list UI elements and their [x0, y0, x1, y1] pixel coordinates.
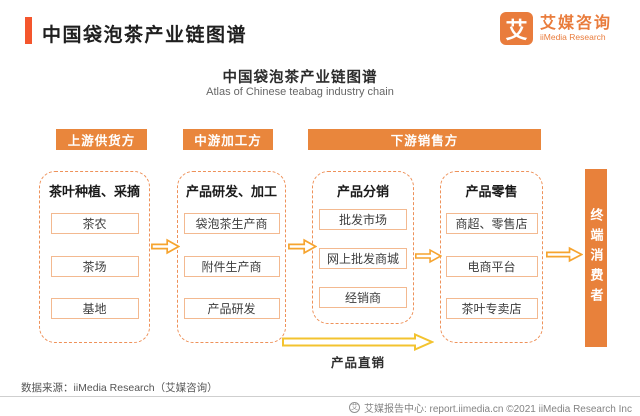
column-distribution: 产品分销 批发市场 网上批发商城 经销商	[312, 171, 414, 324]
iimedia-logo: 艾 艾媒咨询 iiMedia Research	[499, 12, 612, 45]
column-retail: 产品零售 商超、零售店 电商平台 茶叶专卖店	[440, 171, 543, 343]
node-dealer: 经销商	[319, 287, 407, 308]
flow-arrow-icon	[415, 248, 442, 264]
node-supermarket-retail: 商超、零售店	[445, 213, 538, 234]
logo-name-en: iiMedia Research	[539, 31, 606, 42]
column-header: 产品零售	[465, 184, 518, 199]
direct-sales-label: 产品直销	[330, 356, 385, 370]
page-title: 中国袋泡茶产业链图谱	[42, 25, 248, 46]
footer-text[interactable]: 艾媒报告中心: report.iimedia.cn ©2021 iiMedia …	[363, 404, 632, 415]
footer-divider	[0, 396, 640, 397]
stage-label-downstream: 下游销售方	[308, 129, 541, 150]
chart-title: 中国袋泡茶产业链图谱	[222, 70, 378, 86]
node-product-rd: 产品研发	[183, 298, 280, 319]
flow-arrow-icon	[546, 246, 583, 263]
iimedia-logo-icon: 艾	[499, 12, 533, 45]
flow-arrow-icon	[151, 238, 180, 255]
column-header: 产品研发、加工	[185, 184, 277, 199]
node-wholesale-market: 批发市场	[319, 209, 407, 230]
node-tea-base: 基地	[50, 298, 139, 319]
column-tea-planting: 茶叶种植、采摘 茶农 茶场 基地	[39, 171, 150, 343]
title-accent-bar	[25, 17, 32, 44]
node-tea-plantation: 茶场	[50, 256, 139, 277]
chart-subtitle: Atlas of Chinese teabag industry chain	[206, 86, 394, 98]
footer-logo-icon: 艾	[348, 402, 360, 413]
node-tea-specialty-store: 茶叶专卖店	[445, 298, 538, 319]
column-rd-processing: 产品研发、加工 袋泡茶生产商 附件生产商 产品研发	[177, 171, 286, 343]
direct-sales-arrow-icon	[282, 333, 434, 351]
data-source-note: 数据来源：iiMedia Research（艾媒咨询）	[21, 382, 218, 394]
column-header: 产品分销	[336, 184, 389, 199]
node-teabag-manufacturer: 袋泡茶生产商	[183, 213, 280, 234]
node-tea-farmer: 茶农	[50, 213, 139, 234]
column-header: 茶叶种植、采摘	[48, 184, 140, 199]
flow-arrow-icon	[288, 238, 317, 255]
node-accessory-manufacturer: 附件生产商	[183, 256, 280, 277]
logo-name-cn: 艾媒咨询	[539, 15, 612, 33]
node-online-wholesale-mall: 网上批发商城	[319, 248, 407, 269]
node-ecommerce-platform: 电商平台	[445, 256, 538, 277]
stage-label-midstream: 中游加工方	[183, 129, 273, 150]
stage-label-upstream: 上游供货方	[56, 129, 147, 150]
footer: 艾 艾媒报告中心: report.iimedia.cn ©2021 iiMedi…	[348, 400, 632, 415]
end-consumer-bar: 终端消费者	[585, 169, 607, 347]
